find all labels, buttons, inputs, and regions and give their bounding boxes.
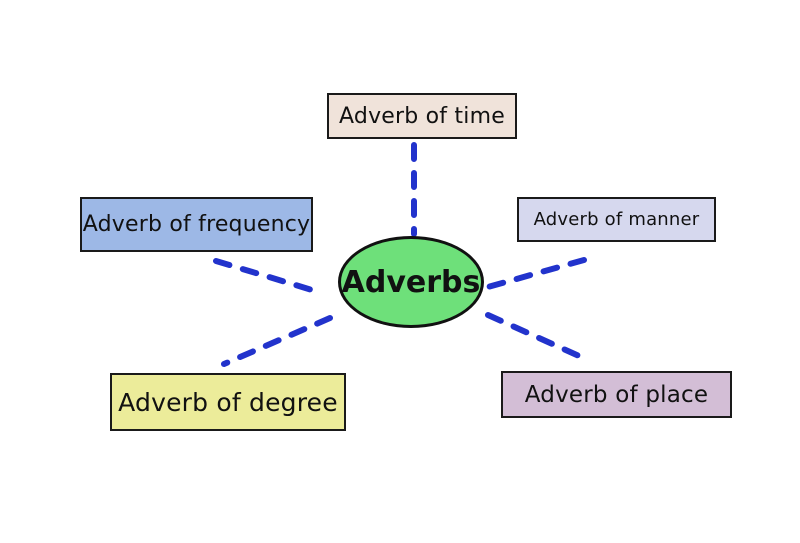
central-topic-label: Adverbs bbox=[341, 264, 481, 300]
node-adverb-of-frequency: Adverb of frequency bbox=[80, 197, 313, 252]
central-topic-adverbs: Adverbs bbox=[338, 236, 484, 328]
node-adverb-of-degree: Adverb of degree bbox=[110, 373, 346, 431]
node-label-degree: Adverb of degree bbox=[118, 387, 338, 417]
node-adverb-of-place: Adverb of place bbox=[501, 371, 732, 418]
node-label-place: Adverb of place bbox=[524, 381, 709, 408]
node-adverb-of-manner: Adverb of manner bbox=[517, 197, 716, 242]
node-label-time: Adverb of time bbox=[339, 103, 505, 129]
node-label-manner: Adverb of manner bbox=[533, 209, 700, 230]
node-label-frequency: Adverb of frequency bbox=[82, 212, 311, 237]
connector-place bbox=[485, 312, 591, 363]
connector-frequency bbox=[213, 258, 325, 296]
node-adverb-of-time: Adverb of time bbox=[327, 93, 517, 139]
connector-manner bbox=[485, 257, 587, 290]
connector-degree bbox=[221, 315, 333, 367]
